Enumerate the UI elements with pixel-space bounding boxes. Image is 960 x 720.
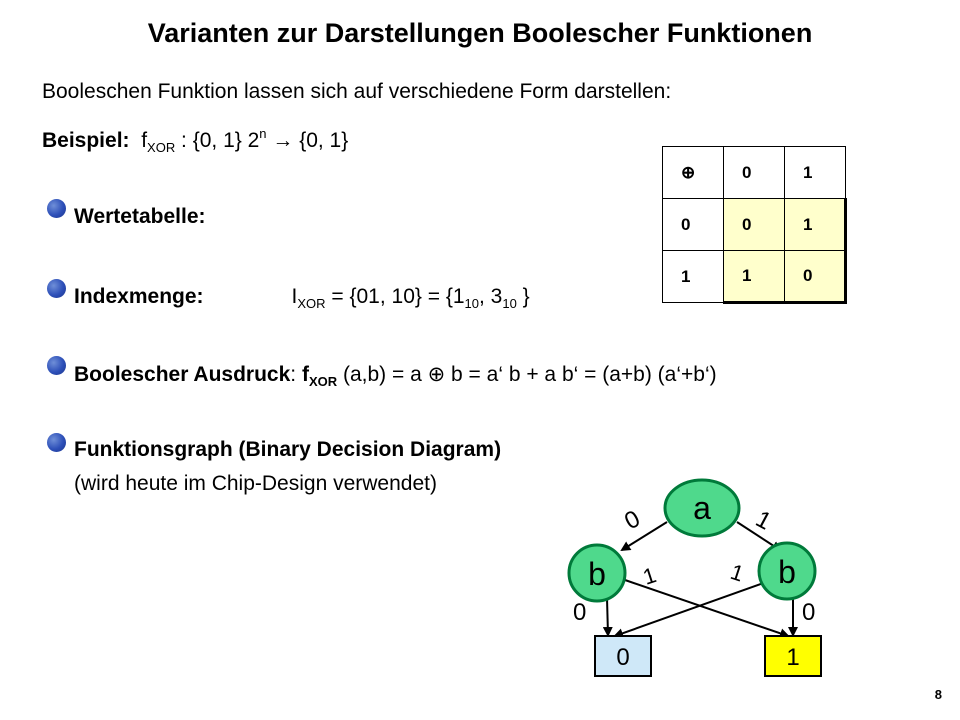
- edge-label-a1: 1: [751, 505, 775, 535]
- indexmenge-mid: , 3: [479, 285, 503, 308]
- bullet-icon: [47, 433, 66, 452]
- ausdruck-label: Boolescher Ausdruck: [74, 363, 291, 386]
- bullet-indexmenge: Indexmenge:IXOR = {01, 10} = {110, 310 }: [74, 285, 530, 311]
- bdd-node-b-left: [567, 543, 627, 603]
- indexmenge-sub: XOR: [297, 296, 326, 311]
- example-f: f: [141, 129, 148, 152]
- page-title: Varianten zur Darstellungen Boolescher F…: [147, 18, 813, 48]
- indexmenge-I: I: [291, 285, 298, 308]
- graph-note: (wird heute im Chip-Design verwendet): [74, 472, 437, 495]
- ausdruck-f: f: [301, 363, 309, 386]
- bullet-ausdruck: Boolescher Ausdruck: fXOR (a,b) = a ⊕ b …: [74, 362, 717, 389]
- edge-br-1: [613, 579, 773, 639]
- indexmenge-text: = {01, 10} = {1: [325, 285, 465, 308]
- bdd-node-b-right: [757, 541, 817, 601]
- xor-row-label: 1: [662, 250, 724, 303]
- xor-truth-table: ⊕ 0 1 0 0 1 1 1 0: [662, 146, 847, 304]
- xor-header-op: ⊕: [662, 146, 724, 199]
- edge-bl-0: [602, 597, 613, 637]
- bdd-terminal-0-label: 0: [616, 644, 629, 671]
- bdd-node-b-left-label: b: [588, 556, 606, 592]
- bdd-terminal-1: [764, 635, 822, 677]
- example-line: Beispiel: fXOR : {0, 1} 2n → {0, 1}: [42, 126, 348, 155]
- edge-label-bl0: 0: [573, 599, 586, 626]
- ausdruck-colon: :: [290, 363, 302, 386]
- bullet-icon: [47, 199, 66, 218]
- ausdruck-sub: XOR: [308, 374, 338, 389]
- bdd-terminal-0: [594, 635, 652, 677]
- xor-cell: 1: [784, 198, 847, 251]
- edge-a-0: [620, 521, 668, 552]
- example-sup: n: [259, 126, 267, 141]
- bullet-icon: [47, 279, 66, 298]
- example-sub: XOR: [147, 140, 176, 155]
- edge-label-br0: 0: [802, 599, 815, 626]
- xor-header-0: 0: [723, 146, 785, 199]
- example-text2: → {0, 1}: [266, 129, 349, 152]
- indexmenge-sub10a: 10: [464, 296, 479, 311]
- edge-bl-1: [624, 579, 790, 639]
- bdd-diagram: 0 1 1 1 0 0 a b b 0 1: [567, 478, 822, 677]
- bdd-node-a: [663, 478, 741, 538]
- xor-cell: 1: [723, 250, 785, 304]
- bullet-graph: Funktionsgraph (Binary Decision Diagram): [74, 438, 502, 461]
- bdd-node-b-right-label: b: [778, 554, 796, 590]
- page-number: 8: [934, 687, 942, 702]
- bdd-node-a-label: a: [693, 490, 711, 526]
- xor-cell: 0: [784, 250, 847, 304]
- indexmenge-sub10b: 10: [502, 296, 517, 311]
- xor-header-1: 1: [784, 146, 846, 199]
- bullet-icon: [47, 356, 66, 375]
- indexmenge-label: Indexmenge:: [74, 285, 204, 308]
- example-text1: : {0, 1} 2: [175, 129, 260, 152]
- intro-text: Booleschen Funktion lassen sich auf vers…: [42, 80, 672, 103]
- bullet-wertetabelle: Wertetabelle:: [74, 205, 206, 228]
- xor-cell: 0: [723, 198, 785, 251]
- edge-label-a0: 0: [620, 505, 644, 535]
- bdd-terminal-1-label: 1: [786, 644, 799, 671]
- xor-row-label: 0: [662, 198, 724, 251]
- example-label: Beispiel:: [42, 129, 130, 152]
- indexmenge-end: }: [516, 285, 530, 308]
- edge-label-br1: 1: [727, 559, 746, 587]
- ausdruck-text: (a,b) = a ⊕ b = a‘ b + a b‘ = (a+b) (a‘+…: [337, 363, 717, 386]
